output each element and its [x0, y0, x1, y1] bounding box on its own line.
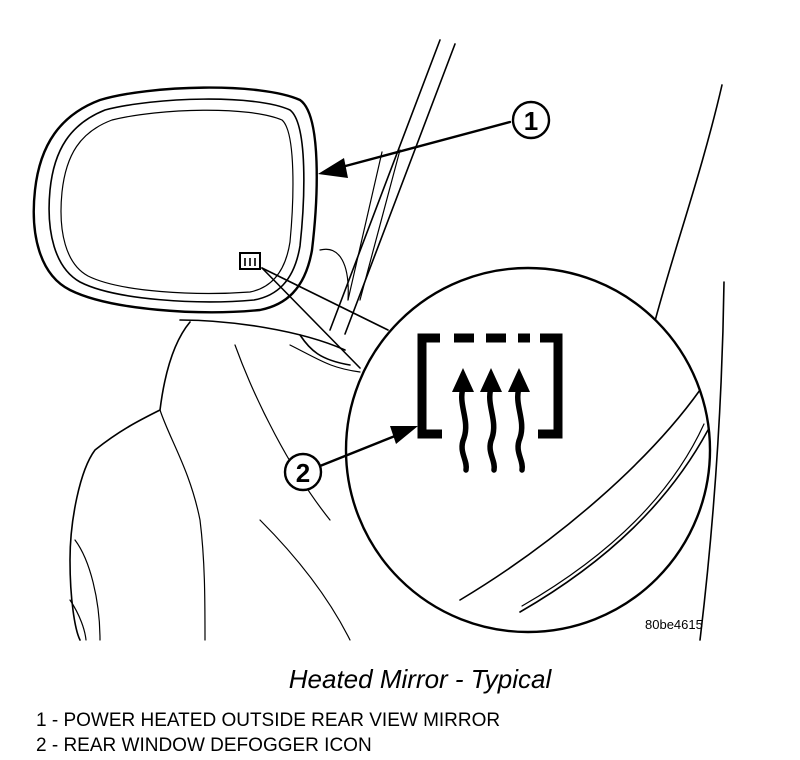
heat-arrow-middle [480, 368, 502, 473]
vehicle-body-lines [69, 39, 725, 641]
magnified-view [344, 266, 712, 634]
legend-item-2: 2 - REAR WINDOW DEFOGGER ICON [36, 735, 372, 756]
callout-legend: 1 - POWER HEATED OUTSIDE REAR VIEW MIRRO… [36, 708, 500, 758]
callout-1-number: 1 [524, 106, 538, 136]
callout-1: 1 [318, 100, 551, 178]
callout-2: 2 [283, 426, 418, 492]
heated-mirror [32, 86, 318, 314]
mirror-illustration: 1 2 80be4615 [32, 39, 725, 641]
mirror-defogger-icon [239, 252, 261, 270]
heat-arrow-right [508, 368, 530, 473]
figure-id: 80be4615 [645, 617, 703, 632]
magnifier-lines [261, 267, 389, 369]
heat-arrow-left [452, 368, 474, 473]
callout-2-number: 2 [296, 458, 310, 488]
figure-caption: Heated Mirror - Typical [288, 664, 552, 694]
defogger-icon [417, 333, 563, 473]
legend-item-1: 1 - POWER HEATED OUTSIDE REAR VIEW MIRRO… [36, 710, 501, 731]
